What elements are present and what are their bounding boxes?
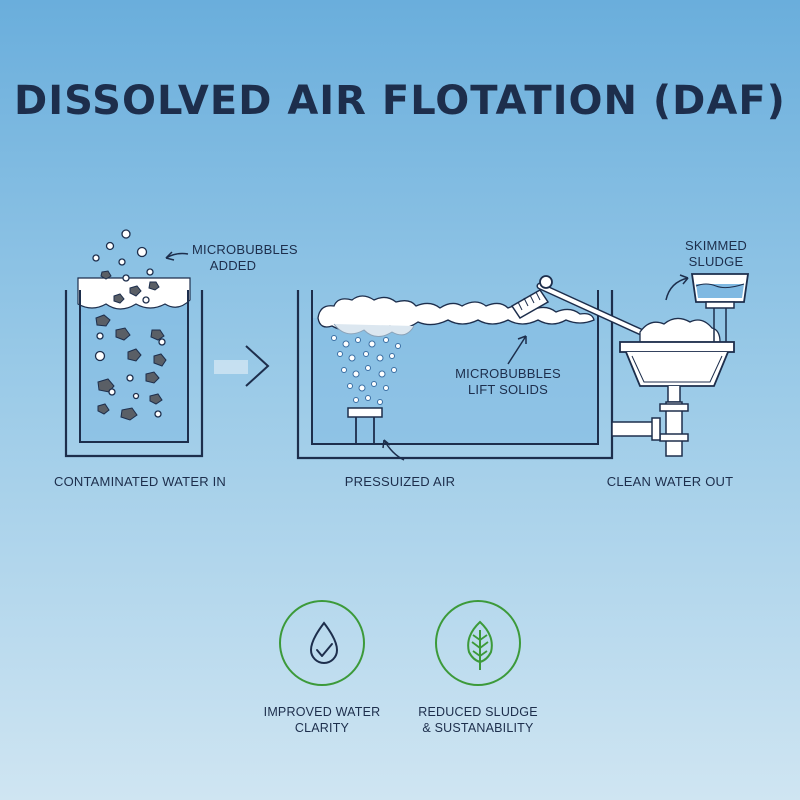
flow-arrow xyxy=(214,345,270,387)
contaminated-water-tank xyxy=(64,229,204,458)
benefit-label-clarity: IMPROVED WATER CLARITY xyxy=(263,705,381,735)
label-pressurized-air: PRESSUIZED AIR xyxy=(344,474,456,489)
sludge-bucket xyxy=(665,273,750,342)
label-clean-water-out: CLEAN WATER OUT xyxy=(606,474,734,489)
sludge-float-layer xyxy=(317,295,595,331)
label-skimmed-sludge: SKIMMED SLUDGE xyxy=(684,238,748,269)
daf-tank xyxy=(296,290,614,461)
rising-bubbles xyxy=(331,335,401,405)
solid-particles xyxy=(95,270,167,421)
air-diffuser xyxy=(347,407,383,418)
label-microbubbles-lift: MICROBUBBLES LIFT SOLIDS xyxy=(455,366,561,397)
label-contaminated-in: CONTAMINATED WATER IN xyxy=(54,474,226,489)
sludge-trough xyxy=(611,317,735,457)
microbubbles xyxy=(92,229,166,418)
water-drop-check-icon xyxy=(279,600,365,686)
label-microbubbles-added: MICROBUBBLES ADDED xyxy=(192,242,298,273)
leaf-icon xyxy=(435,600,521,686)
diagram-title: DISSOLVED AIR FLOTATION (DAF) xyxy=(14,78,786,124)
benefit-label-sustainability: REDUCED SLUDGE & SUSTANABILITY xyxy=(418,705,538,735)
